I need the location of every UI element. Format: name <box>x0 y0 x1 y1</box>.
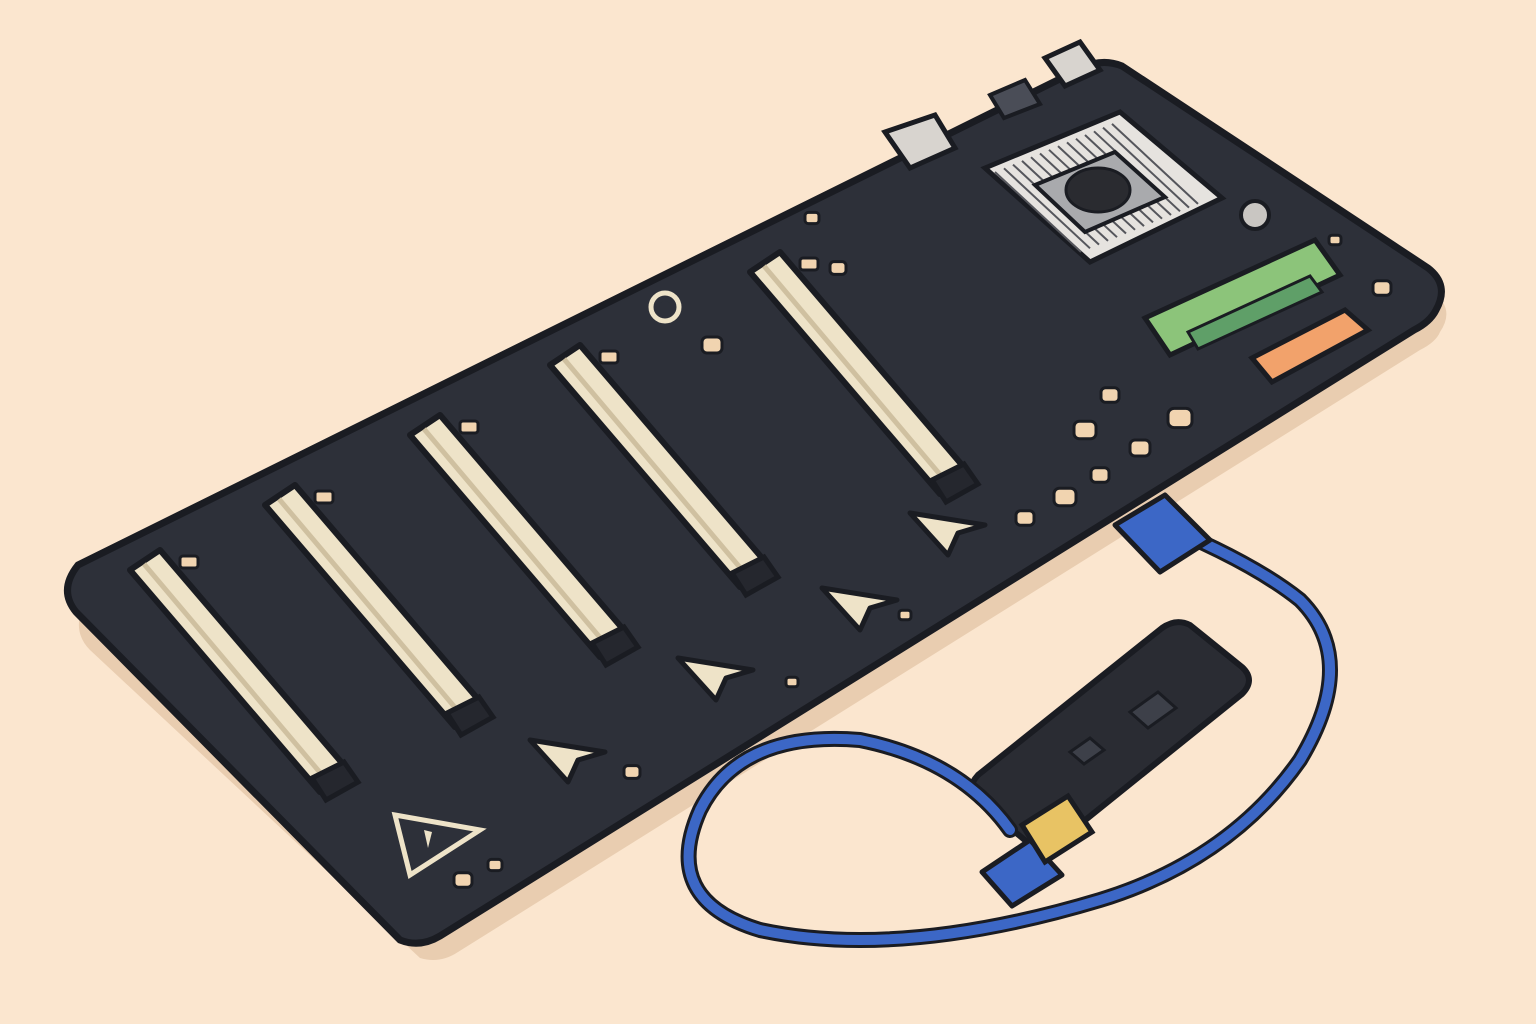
slot-pad <box>458 419 480 435</box>
pad <box>1072 419 1098 441</box>
slot-pad <box>313 489 335 505</box>
heatsink-fin <box>1111 123 1199 205</box>
slot-latch <box>728 553 782 599</box>
slot-groove <box>142 562 330 784</box>
slot-groove <box>422 427 610 649</box>
usb-cable <box>680 512 1338 948</box>
warning-triangle-icon <box>391 811 487 879</box>
slot-pad <box>798 256 820 272</box>
pad <box>622 764 642 780</box>
pad <box>1371 279 1393 297</box>
heatsink-fin <box>1102 126 1190 209</box>
solder-pads <box>452 210 1393 889</box>
pcie-slots <box>127 249 982 804</box>
arrow-marker <box>907 510 988 558</box>
pad <box>1089 466 1111 484</box>
slot-groove <box>562 357 750 579</box>
slot-latch <box>928 460 982 506</box>
orange-module <box>1248 307 1373 386</box>
board-surface <box>64 59 1445 947</box>
pad <box>486 857 504 873</box>
usb-plug-board <box>1112 492 1213 575</box>
pcie-slot <box>407 412 642 669</box>
pad <box>700 335 724 355</box>
slot-pad <box>178 554 200 570</box>
arrow-marker <box>675 655 756 703</box>
pad <box>1052 486 1078 508</box>
slot-pad <box>598 349 620 365</box>
pad <box>803 210 821 226</box>
top-connectors <box>881 38 1271 231</box>
cpu-heatsink <box>980 109 1227 265</box>
pad <box>1014 509 1036 527</box>
pcie-slot <box>747 249 982 506</box>
pcie-slot <box>547 342 782 599</box>
heatsink-fin <box>1003 167 1091 250</box>
pad <box>828 260 848 276</box>
green-memory-module <box>1141 236 1344 359</box>
arrow-marker <box>819 585 900 633</box>
slot-latch <box>443 693 497 739</box>
pad <box>1128 438 1152 458</box>
slot-latch <box>308 758 362 804</box>
ring-marker-icon <box>648 290 682 324</box>
pad <box>1327 233 1343 247</box>
slot-groove <box>277 497 465 719</box>
slot-latch <box>588 623 642 669</box>
pcie-slot <box>127 547 362 804</box>
motherboard <box>64 59 1445 947</box>
pad <box>784 675 800 689</box>
pad <box>897 608 913 622</box>
pad <box>1166 406 1194 430</box>
arrow-marker <box>527 737 608 785</box>
heatsink-fin <box>994 171 1082 253</box>
slot-arrow-markers <box>527 510 988 785</box>
pad <box>1099 386 1121 404</box>
usb-plug-adapter <box>979 792 1096 909</box>
pcie-slot <box>262 482 497 739</box>
pad <box>452 871 474 889</box>
slot-groove <box>762 264 950 486</box>
